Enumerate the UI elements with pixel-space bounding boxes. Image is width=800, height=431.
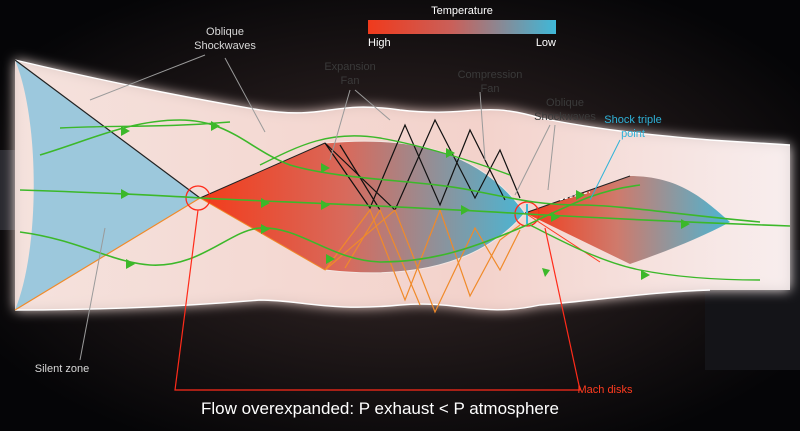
oblique-shock-upper-1 [14, 59, 201, 199]
arrow-head [446, 148, 455, 158]
triple-point-dash [559, 191, 591, 201]
annotation-pointers [79, 54, 556, 361]
legend-high-label: High [368, 37, 391, 49]
arrow-head [641, 270, 650, 280]
arrow-head [461, 205, 470, 215]
label-shock-triple-point-line1: Shock triple [604, 114, 661, 126]
legend-low-label: Low [536, 37, 556, 49]
label-silent-zone: Silent zone [35, 363, 89, 375]
mach-disks-connector [174, 209, 581, 391]
expansion-fan-lines-2 [324, 118, 521, 212]
arrow-head [326, 254, 335, 264]
label-oblique-shockwaves-1-line2: Shockwaves [194, 40, 256, 52]
diamond-1-lower-edge [324, 212, 526, 274]
streamline-upper [39, 119, 761, 223]
label-oblique-shockwaves-2-line2: Shockwaves [534, 111, 596, 123]
oblique-shock-lower-1 [14, 197, 201, 311]
arrow-head [121, 126, 130, 136]
arrow-head [681, 219, 690, 229]
triple-point-pointer [589, 139, 621, 201]
streamline-lower [19, 184, 641, 266]
pointer-line [79, 227, 106, 361]
arrow-head [542, 268, 550, 277]
arrow-head [126, 259, 135, 269]
arrow-head [321, 200, 330, 210]
arrow-head [576, 190, 585, 200]
pointer-line [479, 91, 486, 161]
label-oblique-shockwaves-1-line1: Oblique [206, 26, 244, 38]
label-compression-fan-line2: Fan [481, 83, 500, 95]
pointer-line [547, 124, 556, 191]
legend-title: Temperature [431, 5, 493, 17]
expansion-fan-lines-1 [324, 123, 506, 210]
label-oblique-shockwaves-2-line1: Oblique [546, 97, 584, 109]
label-compression-fan-line1: Compression [458, 69, 523, 81]
label-expansion-fan-line1: Expansion [324, 61, 375, 73]
pointer-line [329, 89, 351, 161]
pointer-line [354, 89, 391, 121]
label-shock-triple-point-line2: point [621, 128, 645, 140]
arrow-head [121, 189, 130, 199]
reflected-shocks-3 [344, 208, 421, 306]
reflected-shocks-1 [324, 208, 521, 302]
arrow-head [551, 212, 560, 222]
label-expansion-fan-line2: Fan [341, 75, 360, 87]
arrow-head [211, 121, 220, 131]
pointer-line [89, 54, 206, 101]
streamline-top [59, 121, 231, 129]
shock-diamond-1 [200, 141, 525, 273]
temperature-color-bar [368, 20, 556, 34]
plume-upper-boundary [14, 59, 791, 146]
plume-lower-boundary [14, 289, 711, 311]
pointer-line [514, 124, 551, 196]
pointer-line [224, 57, 266, 133]
streamline-lower-outer [529, 224, 761, 281]
diamond-1-lower-shock [199, 197, 326, 271]
silent-zone-cone [15, 60, 200, 310]
diamond-2-lower-shock [524, 212, 601, 263]
arrow-head [321, 163, 330, 173]
arrow-head [261, 198, 270, 208]
label-mach-disks: Mach disks [577, 384, 633, 396]
streamline-arrows [121, 121, 690, 280]
arrow-head [261, 224, 270, 234]
diamond-1-upper-shock [199, 142, 326, 199]
caption: Flow overexpanded: P exhaust < P atmosph… [201, 399, 559, 418]
reflected-shocks-2 [324, 208, 521, 314]
streamline-upper-inner [259, 135, 511, 176]
